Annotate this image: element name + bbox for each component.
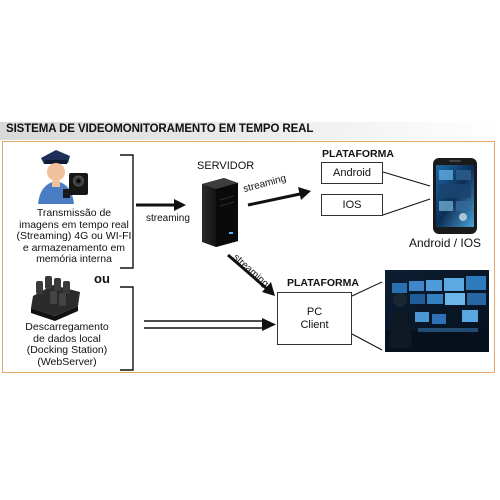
- transmission-line: Transmissão de: [36, 207, 112, 219]
- pc-client-line: Client: [300, 318, 329, 331]
- platform-android-box: Android: [321, 162, 383, 184]
- title-band: [0, 122, 500, 140]
- device-caption: Android / IOS: [409, 236, 482, 250]
- connector-pc-bottom: [351, 333, 383, 351]
- monitoring-room-image: [385, 270, 489, 352]
- or-label: ou: [94, 271, 110, 286]
- platform-mobile-header: PLATAFORMA: [322, 148, 394, 160]
- download-description: Descarregamento de dados local (Docking …: [12, 321, 122, 368]
- docking-station-icon: [31, 276, 80, 321]
- diagram-frame: [2, 141, 495, 373]
- transmission-line: imagens em tempo real: [19, 218, 129, 231]
- arrow-to-platform: [247, 187, 311, 207]
- connector-android: [382, 171, 431, 187]
- pc-client-line: PC: [306, 305, 323, 318]
- download-line: de dados local: [33, 332, 101, 345]
- officer-icon: [38, 150, 88, 204]
- connector-pc-top: [351, 281, 383, 297]
- bracket-top: [120, 154, 134, 269]
- smartphone-icon: [433, 158, 477, 234]
- download-line: Descarregamento: [25, 321, 109, 333]
- pc-client-box: PC Client: [277, 292, 352, 345]
- platform-ios-box: IOS: [321, 194, 383, 216]
- download-line: (Docking Station): [26, 344, 108, 356]
- arrow-to-server: [136, 199, 186, 211]
- connector-ios: [382, 198, 431, 216]
- streaming-label-in: streaming: [146, 213, 190, 224]
- bracket-bottom: [120, 286, 134, 371]
- platform-pc-header: PLATAFORMA: [287, 277, 359, 289]
- transmission-line: e armazenamento em: [22, 241, 126, 254]
- page-title: SISTEMA DE VIDEOMONITORAMENTO EM TEMPO R…: [6, 123, 314, 135]
- download-line: (WebServer): [37, 355, 97, 368]
- server-label: SERVIDOR: [197, 160, 255, 172]
- transmission-description: Transmissão de imagens em tempo real (St…: [14, 207, 134, 266]
- transmission-line: memória interna: [36, 253, 112, 265]
- server-icon: [202, 178, 238, 247]
- arrow-to-pc: [227, 253, 275, 296]
- arrow-docking-to-pc: [144, 318, 276, 331]
- transmission-line: (Streaming) 4G ou WI-FI: [16, 230, 132, 242]
